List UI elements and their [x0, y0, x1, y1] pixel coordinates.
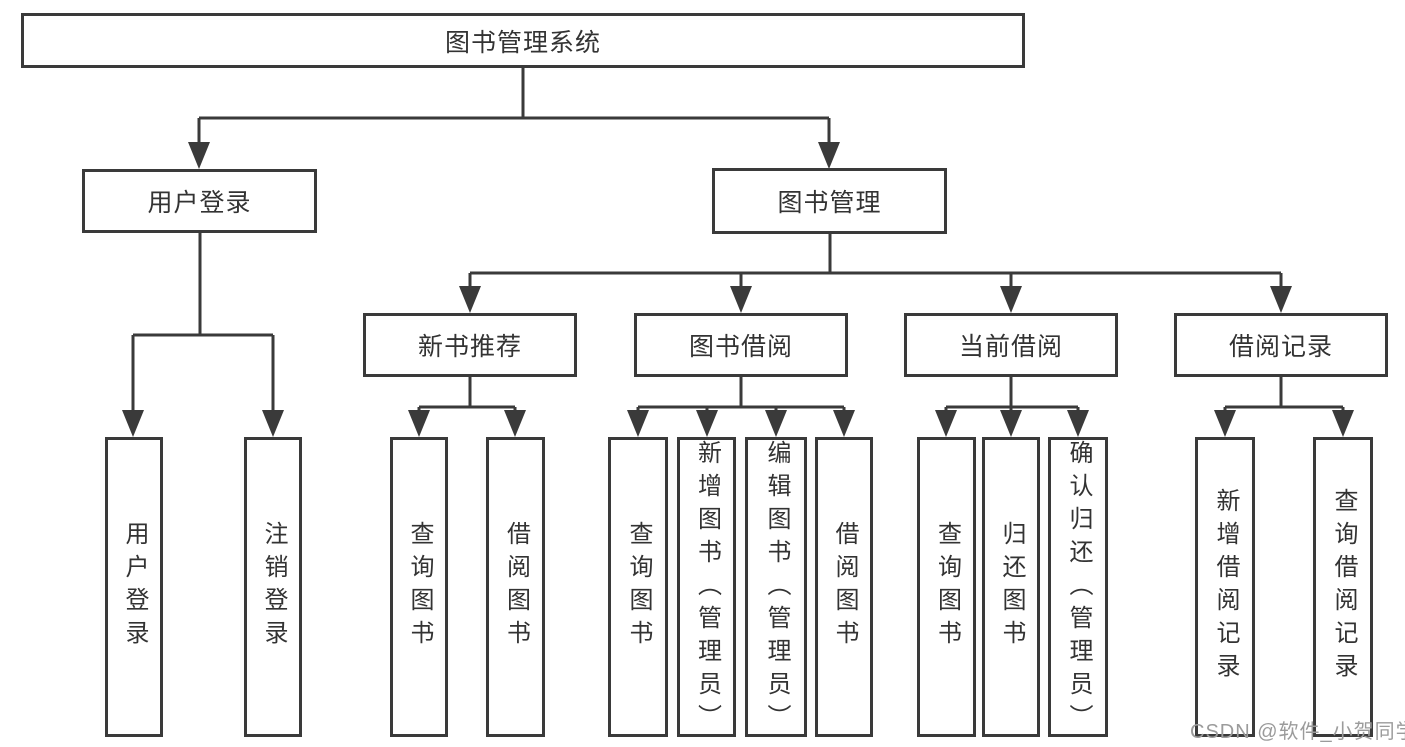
arrow-down-icon [935, 410, 957, 437]
leaf-user-login: 用户登录 [105, 437, 163, 737]
arrow-down-icon [408, 410, 430, 437]
arrow-down-icon [459, 286, 481, 313]
leaf-return-books-label: 归还图书 [998, 521, 1025, 653]
leaf-logout: 注销登录 [244, 437, 302, 737]
leaf-add-borrow-record: 新增借阅记录 [1195, 437, 1255, 737]
arrow-down-icon [1214, 410, 1236, 437]
leaf-add-book-admin-label: 新增图书（管理员） [693, 440, 721, 737]
arrow-down-icons [122, 142, 1354, 437]
node-new-book-recommend: 新书推荐 [363, 313, 577, 377]
arrow-down-icon [833, 410, 855, 437]
leaf-borrow-books-recommend: 借阅图书 [486, 437, 545, 737]
arrow-down-icon [765, 410, 787, 437]
node-current-borrowing: 当前借阅 [904, 313, 1118, 377]
arrow-down-icon [627, 410, 649, 437]
leaf-edit-book-admin-label: 编辑图书（管理员） [763, 440, 790, 737]
arrow-down-icon [188, 142, 210, 169]
node-user-login-branch: 用户登录 [82, 169, 317, 233]
leaf-borrow-books-borrowing-label: 借阅图书 [831, 521, 858, 653]
watermark: CSDN @软件_小贺同学 [1190, 721, 1405, 743]
leaf-borrow-books-recommend-label: 借阅图书 [502, 521, 530, 653]
leaf-query-borrow-record: 查询借阅记录 [1313, 437, 1373, 737]
leaf-query-borrow-record-label: 查询借阅记录 [1330, 488, 1357, 686]
leaf-query-books-borrowing: 查询图书 [608, 437, 668, 737]
arrow-down-icon [1000, 286, 1022, 313]
leaf-confirm-return-admin-label: 确认归还（管理员） [1065, 440, 1092, 737]
leaf-borrow-books-borrowing: 借阅图书 [815, 437, 873, 737]
leaf-logout-label: 注销登录 [260, 521, 287, 653]
arrow-down-icon [1067, 410, 1089, 437]
arrow-down-icon [122, 410, 144, 437]
leaf-query-books-recommend-label: 查询图书 [406, 521, 433, 653]
arrow-down-icon [1332, 410, 1354, 437]
leaf-edit-book-admin: 编辑图书（管理员） [745, 437, 807, 737]
leaf-user-login-label: 用户登录 [121, 521, 148, 653]
arrow-down-icon [262, 410, 284, 437]
arrow-down-icon [818, 142, 840, 169]
node-book-management: 图书管理 [712, 168, 947, 234]
leaf-add-borrow-record-label: 新增借阅记录 [1212, 488, 1239, 686]
leaf-query-books-borrowing-label: 查询图书 [625, 521, 652, 653]
node-library-system: 图书管理系统 [21, 13, 1025, 68]
leaf-query-books-current: 查询图书 [917, 437, 976, 737]
arrow-down-icon [1000, 410, 1022, 437]
node-borrow-records: 借阅记录 [1174, 313, 1388, 377]
leaf-return-books: 归还图书 [982, 437, 1040, 737]
arrow-down-icon [696, 410, 718, 437]
arrow-down-icon [730, 286, 752, 313]
node-book-borrowing: 图书借阅 [634, 313, 848, 377]
leaf-confirm-return-admin: 确认归还（管理员） [1048, 437, 1108, 737]
leaf-add-book-admin: 新增图书（管理员） [677, 437, 736, 737]
leaf-query-books-recommend: 查询图书 [390, 437, 448, 737]
leaf-query-books-current-label: 查询图书 [933, 521, 961, 653]
arrow-down-icon [504, 410, 526, 437]
arrow-down-icon [1270, 286, 1292, 313]
